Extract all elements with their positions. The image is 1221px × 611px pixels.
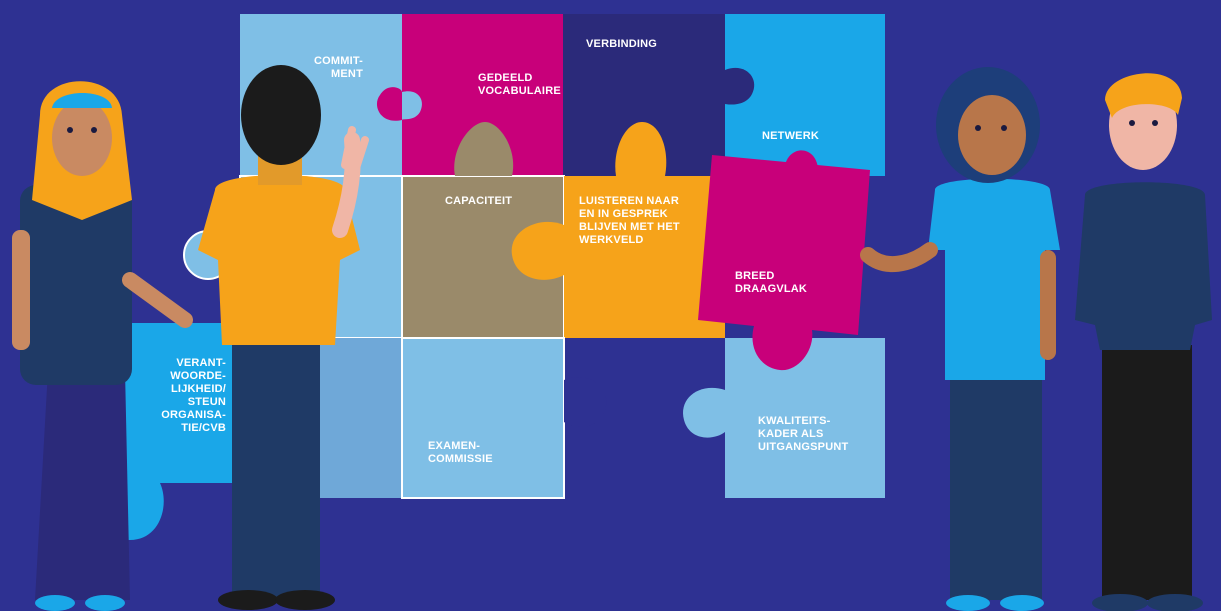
person-man-back <box>198 65 369 610</box>
label-examencommissie: EXAMEN- COMMISSIE <box>428 440 493 465</box>
label-luisteren: LUISTEREN NAAR EN IN GESPREK BLIJVEN MET… <box>579 195 680 246</box>
label-commitment: COMMIT- MENT <box>313 55 363 80</box>
label-capaciteit: CAPACITEIT <box>445 195 513 207</box>
person-woman-hijab <box>12 81 193 611</box>
piece-netwerk <box>725 14 885 176</box>
label-verbinding: VERBINDING <box>586 38 658 50</box>
label-breed-draagvlak: BREED DRAAGVLAK <box>735 270 808 295</box>
label-verantwoordelijkheid: VERANT- WOORDE- LIJKHEID/ STEUN ORGANISA… <box>161 357 226 434</box>
label-gedeeld-vocabulaire: GEDEELD VOCABULAIRE <box>478 72 561 97</box>
person-curly-hair <box>860 67 1060 611</box>
piece-breed-draagvlak <box>698 150 870 371</box>
piece-luisteren <box>511 122 725 338</box>
label-netwerk: NETWERK <box>762 130 820 142</box>
piece-examencommissie <box>401 337 607 499</box>
piece-gedeeld-vocabulaire <box>376 14 563 176</box>
person-blond-man <box>1075 73 1212 611</box>
label-kwaliteitskader: KWALITEITS- KADER ALS UITGANGSPUNT <box>758 415 849 453</box>
piece-kwaliteitskader <box>683 338 885 498</box>
